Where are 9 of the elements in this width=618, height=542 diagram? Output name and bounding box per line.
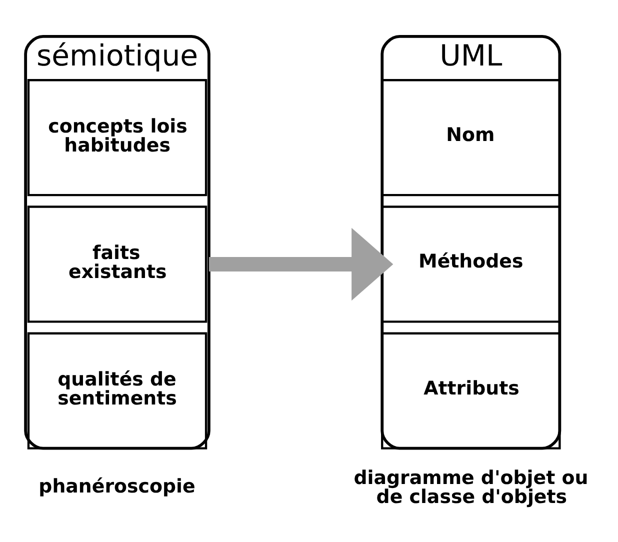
arrow [208, 227, 394, 300]
node-label: diagramme d'objet ou de classe d'objets [354, 466, 588, 508]
node-box: concepts lois habitudes [27, 78, 208, 196]
node-box: Nom [381, 78, 561, 196]
node-box: Méthodes [381, 205, 561, 322]
node-box: qualités de sentiments [27, 332, 208, 449]
node-box: faits existants [27, 205, 208, 322]
node-label: phanéroscopie [38, 475, 196, 498]
node-box: Attributs [381, 332, 561, 449]
